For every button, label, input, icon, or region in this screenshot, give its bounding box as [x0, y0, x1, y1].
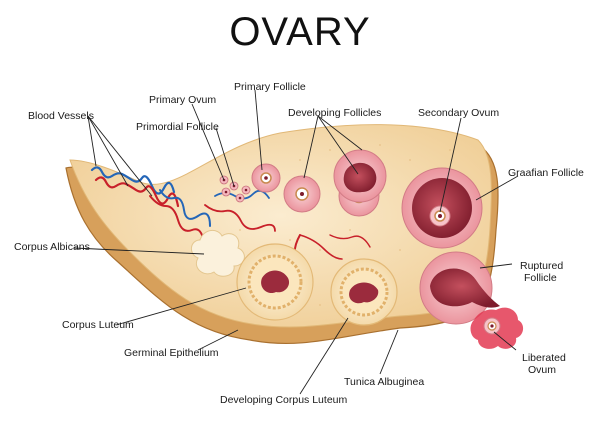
label-primordial-follicle: Primordial Follicle: [136, 121, 219, 133]
graafian-follicle: [401, 167, 483, 249]
label-developing-follicles: Developing Follicles: [288, 107, 382, 119]
primary-follicle: [251, 163, 281, 193]
label-primary-ovum: Primary Ovum: [149, 94, 217, 106]
label-secondary-ovum: Secondary Ovum: [418, 107, 500, 119]
label-ruptured-follicle-1: Ruptured: [520, 260, 564, 272]
developing-follicle-1: [283, 175, 321, 213]
corpus-luteum: [236, 243, 314, 321]
label-ruptured-follicle-2: Follicle: [524, 272, 557, 284]
antral-follicle: [333, 149, 387, 203]
label-developing-corpus-luteum: Developing Corpus Luteum: [220, 394, 348, 406]
label-germinal-epithelium: Germinal Epithelium: [124, 347, 219, 359]
corpus-albicans: [191, 230, 245, 277]
liberated-ovum: [470, 307, 524, 349]
label-liberated-ovum-2: Ovum: [528, 364, 557, 376]
label-liberated-ovum-1: Liberated: [522, 352, 566, 364]
label-graafian-follicle: Graafian Follicle: [508, 167, 584, 179]
ruptured-follicle: [419, 251, 500, 325]
label-primary-follicle: Primary Follicle: [234, 81, 306, 93]
label-blood-vessels: Blood Vessels: [28, 110, 94, 122]
diagram-title: OVARY: [229, 10, 371, 54]
developing-corpus-luteum: [330, 258, 398, 326]
label-corpus-albicans: Corpus Albicans: [14, 241, 90, 253]
label-tunica-albuginea: Tunica Albuginea: [344, 376, 425, 388]
label-corpus-luteum: Corpus Luteum: [62, 319, 134, 331]
leader-lines: [73, 89, 519, 395]
